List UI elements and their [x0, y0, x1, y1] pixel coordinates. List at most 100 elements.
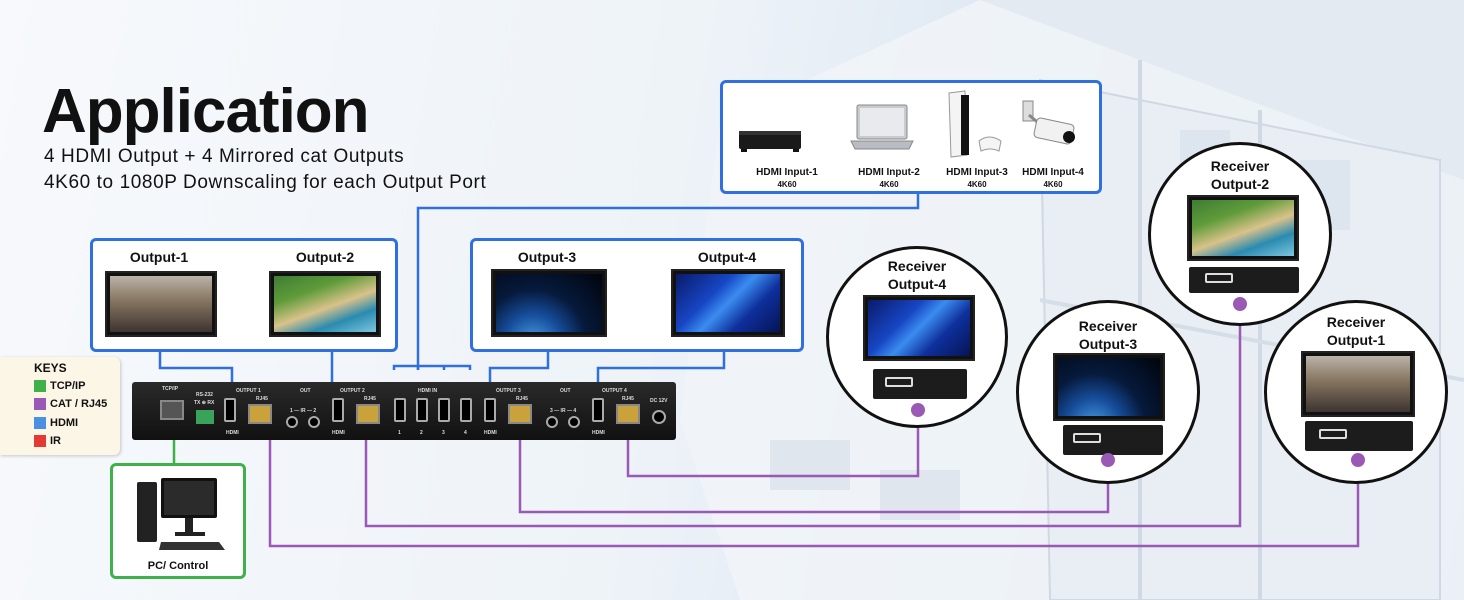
input-2-label: HDMI Input-2	[858, 167, 920, 178]
keys-title: KEYS	[34, 361, 67, 375]
receiver-4-box	[873, 369, 967, 399]
receiver-3-line1: Receiver	[1078, 318, 1138, 334]
hdmi-in-2-port	[416, 398, 428, 422]
desktop-pc-icon	[137, 478, 225, 550]
receiver-output-1: Receiver Output-1	[1264, 300, 1448, 484]
dev-output4-label: OUTPUT 4	[602, 388, 627, 394]
receiver-4-hdmi-port	[885, 377, 913, 387]
ir-jack-4	[568, 416, 580, 428]
key-hdmi: HDMI	[34, 414, 79, 429]
outputs-3-4-box: Output-3 Output-4	[470, 238, 804, 352]
pc-control-label: PC/ Control	[147, 560, 209, 572]
dev-rj45-2-label: RJ45	[364, 396, 376, 402]
dev-out-a-label: OUT	[300, 388, 311, 394]
cat-dot-r1	[1351, 453, 1365, 467]
key-hdmi-swatch	[34, 416, 46, 429]
dev-dc-label: DC 12V	[650, 398, 668, 404]
hdmi-in-4-port	[460, 398, 472, 422]
dev-rs232-label: RS-232	[196, 392, 213, 398]
output-1-label: Output-1	[129, 249, 189, 265]
output2-hdmi-port	[332, 398, 344, 422]
input-3-res: 4K60	[967, 180, 987, 189]
dev-output2-label: OUTPUT 2	[340, 388, 365, 394]
dev-in3-label: 3	[442, 430, 445, 436]
subtitle-downscaling: 4K60 to 1080P Downscaling for each Outpu…	[44, 172, 487, 193]
dev-hdmi3-label: HDMI	[484, 430, 497, 436]
laptop-icon	[850, 104, 914, 150]
ir-jack-1	[286, 416, 298, 428]
receiver-4-line2: Output-4	[887, 276, 947, 292]
cat-dot-r4	[911, 403, 925, 417]
hdmi-in-3-port	[438, 398, 450, 422]
receiver-output-4: Receiver Output-4	[826, 246, 1008, 428]
key-cat-label: CAT / RJ45	[50, 397, 108, 410]
output-3-label: Output-3	[517, 249, 577, 265]
cat-dot-r3	[1101, 453, 1115, 467]
input-1-res: 4K60	[777, 180, 797, 189]
receiver-1-hdmi-port	[1319, 429, 1347, 439]
dev-in4-label: 4	[464, 430, 467, 436]
receiver-2-line2: Output-2	[1210, 176, 1270, 192]
receiver-3-line2: Output-3	[1078, 336, 1138, 352]
key-cat-swatch	[34, 397, 46, 410]
dev-output3-label: OUTPUT 3	[496, 388, 521, 394]
dev-in2-label: 2	[420, 430, 423, 436]
input-1-label: HDMI Input-1	[756, 167, 818, 178]
receiver-1-tv	[1301, 351, 1415, 417]
receiver-2-hdmi-port	[1205, 273, 1233, 283]
receiver-2-line1: Receiver	[1210, 158, 1270, 174]
key-ir: IR	[34, 432, 61, 447]
output-1-tv	[105, 271, 217, 337]
receiver-4-line1: Receiver	[887, 258, 947, 274]
receiver-3-tv	[1053, 353, 1165, 421]
ir-jack-3	[546, 416, 558, 428]
dev-tcpip-label: TCP/IP	[162, 386, 179, 392]
receiver-2-tv	[1187, 195, 1299, 261]
outputs-1-2-box: Output-1 Output-2	[90, 238, 398, 352]
blu-ray-player-icon	[739, 131, 801, 152]
keys-legend: KEYS TCP/IP CAT / RJ45 HDMI IR	[0, 357, 120, 455]
output4-rj45-port	[616, 404, 640, 424]
pc-control-box: PC/ Control	[110, 463, 246, 579]
receiver-1-line2: Output-1	[1326, 332, 1386, 348]
subtitle-outputs: 4 HDMI Output + 4 Mirrored cat Outputs	[44, 146, 405, 167]
security-camera-icon	[1022, 100, 1075, 145]
ir-jack-2	[308, 416, 320, 428]
output-2-tv	[269, 271, 381, 337]
dev-rj45-3-label: RJ45	[516, 396, 528, 402]
output-2-label: Output-2	[295, 249, 355, 265]
receiver-output-2: Receiver Output-2	[1148, 142, 1332, 326]
output-4-label: Output-4	[697, 249, 757, 265]
input-3-label: HDMI Input-3	[946, 167, 1008, 178]
dev-rj45-4-label: RJ45	[622, 396, 634, 402]
dev-hdmi-in-label: HDMI IN	[418, 388, 438, 394]
output3-rj45-port	[508, 404, 532, 424]
dev-hdmi4-label: HDMI	[592, 430, 605, 436]
output-4-tv	[671, 269, 785, 337]
key-tcpip: TCP/IP	[34, 377, 85, 392]
dev-ir-a-label: 1 — IR — 2	[290, 408, 317, 414]
dev-in1-label: 1	[398, 430, 401, 436]
dev-rj45-1-label: RJ45	[256, 396, 268, 402]
hdmi-matrix-device: TCP/IP RS-232 TX ⊕ RX OUTPUT 1 HDMI RJ45…	[132, 382, 676, 440]
dev-hdmi1-label: HDMI	[226, 430, 239, 436]
hdmi-inputs-box: HDMI Input-1 4K60 HDMI Input-2 4K60 HDMI…	[720, 80, 1102, 194]
receiver-1-line1: Receiver	[1326, 314, 1386, 330]
key-hdmi-label: HDMI	[50, 416, 79, 429]
dc-power-jack	[652, 410, 666, 424]
receiver-3-hdmi-port	[1073, 433, 1101, 443]
rs232-terminal	[196, 410, 214, 424]
dev-ir-b-label: 3 — IR — 4	[550, 408, 577, 414]
input-2-res: 4K60	[879, 180, 899, 189]
cat-dot-r2	[1233, 297, 1247, 311]
dev-output1-label: OUTPUT 1	[236, 388, 261, 394]
output1-rj45-port	[248, 404, 272, 424]
game-console-icon	[948, 90, 1002, 158]
input-4-label: HDMI Input-4	[1022, 167, 1084, 178]
output-3-tv	[491, 269, 607, 337]
receiver-3-box	[1063, 425, 1163, 455]
dev-txrx-label: TX ⊕ RX	[194, 400, 215, 406]
output1-hdmi-port	[224, 398, 236, 422]
output3-hdmi-port	[484, 398, 496, 422]
